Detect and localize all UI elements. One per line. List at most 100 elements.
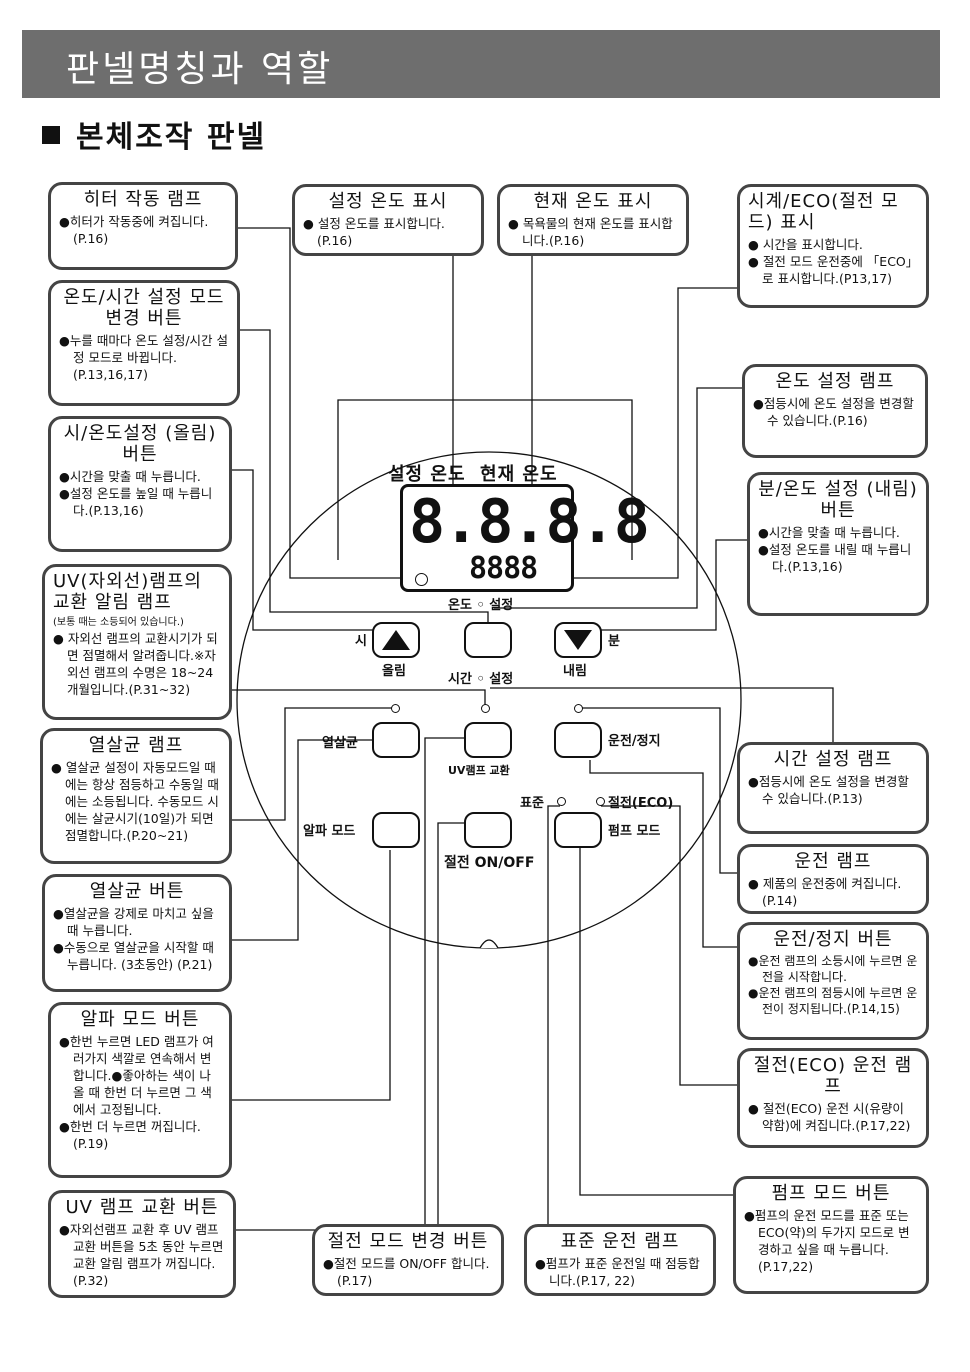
down-side-label: 분 xyxy=(608,634,620,649)
square-bullet-icon xyxy=(42,126,60,144)
run-stop-button[interactable] xyxy=(554,722,602,758)
callout-desc: ●운전 램프의 소등시에 누르면 운전을 시작합니다. xyxy=(748,954,918,984)
run-lamp xyxy=(574,704,583,713)
callout-desc: ● 설정 온도를 표시합니다.(P.16) xyxy=(303,216,445,248)
time-set-lamp-label: 시간 ◦ 설정 xyxy=(448,672,514,687)
callout-title: UV(자외선)램프의 교환 알림 램프 xyxy=(53,571,202,613)
up-label: 올림 xyxy=(382,664,406,679)
down-label: 내림 xyxy=(563,664,587,679)
callout-cur-temp-display: 현재 온도 표시 ● 목욕물의 현재 온도를 표시합니다.(P.16) xyxy=(497,184,689,256)
header-bar: 판넬명칭과 역할 xyxy=(22,30,940,98)
callout-desc: ● 열살균 설정이 자동모드일 때에는 항상 점등하고 수동일 때에는 소등됩니… xyxy=(51,760,219,843)
callout-title: 현재 온도 표시 xyxy=(533,191,653,212)
sterilize-button[interactable] xyxy=(372,722,420,758)
callout-sterilize-button: 열살균 버튼 ●열살균을 강제로 마치고 싶을 때 누릅니다. ●수동으로 열살… xyxy=(42,874,232,992)
callout-title: 절전(ECO) 운전 램프 xyxy=(753,1055,913,1097)
callout-title: 히터 작동 램프 xyxy=(83,189,203,210)
heater-lamp xyxy=(415,573,428,586)
callout-title: 시/온도설정 (올림) 버튼 xyxy=(63,423,217,465)
callout-time-set-lamp: 시간 설정 램프 ●점등시에 온도 설정을 변경할 수 있습니다.(P.13) xyxy=(737,742,929,834)
callout-desc: ● 시간을 표시합니다. xyxy=(748,237,863,252)
callout-eco-lamp: 절전(ECO) 운전 램프 ● 절전(ECO) 운전 시(유량이 약함)에 켜집… xyxy=(737,1048,929,1148)
callout-desc: ● 절전(ECO) 운전 시(유량이 약함)에 켜집니다.(P.17,22) xyxy=(748,1101,911,1133)
callout-desc: ●시간을 맞출 때 누릅니다. xyxy=(59,469,201,484)
callout-desc: ●수동으로 열살균을 시작할 때 누릅니다. (3초동안) (P.21) xyxy=(53,940,214,972)
callout-sterilize-lamp: 열살균 램프 ● 열살균 설정이 자동모드일 때에는 항상 점등하고 수동일 때… xyxy=(40,728,232,864)
callout-title: 절전 모드 변경 버튼 xyxy=(327,1231,489,1252)
callout-desc: ●히터가 작동중에 켜집니다.(P.16) xyxy=(59,214,209,246)
callout-desc: ●자외선램프 교환 후 UV 램프 교환 버튼을 5초 동안 누르면 교환 알림… xyxy=(59,1222,224,1288)
eco-onoff-label: 절전 ON/OFF xyxy=(444,855,535,871)
standard-lamp-label: 표준 xyxy=(520,796,544,811)
callout-desc: ● 절전 모드 운전중에 「ECO」로 표시합니다.(P13,17) xyxy=(748,254,913,286)
standard-lamp xyxy=(557,797,566,806)
callout-title: 온도/시간 설정 모드 변경 버튼 xyxy=(63,287,225,329)
display-main-digits: 8.8.8.8 xyxy=(409,487,650,557)
callout-title: 운전/정지 버튼 xyxy=(773,929,893,950)
callout-title: 시계/ECO(절전 모드) 표시 xyxy=(748,191,899,233)
callout-title: 온도 설정 램프 xyxy=(775,371,895,392)
callout-note: (보통 때는 소등되어 있습니다.) xyxy=(53,617,184,628)
mode-change-button[interactable] xyxy=(464,622,512,658)
alpha-mode-button[interactable] xyxy=(372,812,420,848)
page-title: 판넬명칭과 역할 xyxy=(66,49,334,90)
eco-lamp xyxy=(596,797,605,806)
display-clock-digits: 8888 xyxy=(469,551,538,586)
callout-standard-lamp: 표준 운전 램프 ●펌프가 표준 운전일 때 점등합니다.(P.17, 22) xyxy=(524,1224,716,1296)
callout-eco-button: 절전 모드 변경 버튼 ●절전 모드를 ON/OFF 합니다.(P.17) xyxy=(312,1224,504,1296)
callout-hour-up-button: 시/온도설정 (올림) 버튼 ●시간을 맞출 때 누릅니다. ●설정 온도를 높… xyxy=(48,416,232,552)
callout-desc: ●펌프의 운전 모드를 표준 또는 ECO(약)의 두가지 모드로 변경하고 싶… xyxy=(744,1208,910,1274)
callout-desc: ●한번 누르면 LED 램프가 여러가지 색깔로 연속해서 변합니다.●좋아하는… xyxy=(59,1034,214,1117)
callout-mode-change-button: 온도/시간 설정 모드 변경 버튼 ●누를 때마다 온도 설정/시간 설정 모드… xyxy=(48,280,240,406)
callout-title: UV 램프 교환 버튼 xyxy=(65,1197,219,1218)
callout-title: 표준 운전 램프 xyxy=(560,1231,680,1252)
callout-title: 열살균 버튼 xyxy=(89,881,185,902)
callout-desc: ● 제품의 운전중에 켜집니다.(P.14) xyxy=(748,876,902,908)
run-label: 운전/정지 xyxy=(608,734,661,749)
callout-title: 설정 온도 표시 xyxy=(328,191,448,212)
callout-desc: ●누를 때마다 온도 설정/시간 설정 모드로 바뀝니다.(P.13,16,17… xyxy=(59,333,229,382)
lcd-display: 8.8.8.8 8888 xyxy=(400,484,650,592)
up-side-label: 시 xyxy=(355,634,367,649)
alpha-label: 알파 모드 xyxy=(303,824,356,839)
callout-title: 운전 램프 xyxy=(794,851,872,872)
eco-button[interactable] xyxy=(464,812,512,848)
callout-desc: ●열살균을 강제로 마치고 싶을 때 누릅니다. xyxy=(53,906,214,938)
sterilize-label: 열살균 xyxy=(322,736,358,751)
uv-label: UV램프 교환 xyxy=(448,764,510,777)
callout-run-stop-button: 운전/정지 버튼 ●운전 램프의 소등시에 누르면 운전을 시작합니다. ●운전… xyxy=(737,922,929,1040)
callout-desc: ●점등시에 온도 설정을 변경할 수 있습니다.(P.13) xyxy=(748,774,909,806)
down-button[interactable] xyxy=(554,622,602,658)
callout-pump-mode-button: 펌프 모드 버튼 ●펌프의 운전 모드를 표준 또는 ECO(약)의 두가지 모… xyxy=(733,1176,929,1294)
callout-min-down-button: 분/온도 설정 (내림) 버튼 ●시간을 맞출 때 누릅니다. ●설정 온도를 … xyxy=(747,472,929,616)
triangle-up-icon xyxy=(382,630,410,650)
callout-uv-lamp: UV(자외선)램프의 교환 알림 램프 (보통 때는 소등되어 있습니다.) ●… xyxy=(42,564,232,720)
callout-desc: ● 자외선 램프의 교환시기가 되면 점멸해서 알려줍니다.※자외선 램프의 수… xyxy=(53,631,218,697)
uv-replace-button[interactable] xyxy=(464,722,512,758)
sterilize-lamp xyxy=(391,704,400,713)
temp-set-lamp-label: 온도 ◦ 설정 xyxy=(448,598,514,613)
callout-desc: ●절전 모드를 ON/OFF 합니다.(P.17) xyxy=(323,1256,490,1288)
callout-title: 알파 모드 버튼 xyxy=(80,1009,200,1030)
callout-desc: ●펌프가 표준 운전일 때 점등합니다.(P.17, 22) xyxy=(535,1256,700,1288)
callout-heater-lamp: 히터 작동 램프 ●히터가 작동중에 켜집니다.(P.16) xyxy=(48,182,238,270)
callout-desc: ●설정 온도를 높일 때 누릅니다.(P.13,16) xyxy=(59,486,213,518)
callout-title: 펌프 모드 버튼 xyxy=(771,1183,891,1204)
callout-set-temp-display: 설정 온도 표시 ● 설정 온도를 표시합니다.(P.16) xyxy=(292,184,484,256)
uv-lamp xyxy=(481,704,490,713)
callout-desc: ●설정 온도를 내릴 때 누릅니다.(P.13,16) xyxy=(758,542,912,574)
eco-lamp-label: 절전(ECO) xyxy=(608,796,674,811)
pump-mode-button[interactable] xyxy=(554,812,602,848)
callout-title: 시간 설정 램프 xyxy=(773,749,893,770)
triangle-down-icon xyxy=(564,630,592,650)
callout-temp-set-lamp: 온도 설정 램프 ●점등시에 온도 설정을 변경할 수 있습니다.(P.16) xyxy=(742,364,928,458)
callout-desc: ●운전 램프의 점등시에 누르면 운전이 정지됩니다.(P.14,15) xyxy=(748,986,918,1016)
callout-uv-replace-button: UV 램프 교환 버튼 ●자외선램프 교환 후 UV 램프 교환 버튼을 5초 … xyxy=(48,1190,236,1298)
section-title-text: 본체조작 판넬 xyxy=(76,120,267,155)
up-button[interactable] xyxy=(372,622,420,658)
callout-title: 열살균 램프 xyxy=(88,735,184,756)
callout-desc: ● 목욕물의 현재 온도를 표시합니다.(P.16) xyxy=(508,216,673,248)
section-title: 본체조작 판넬 xyxy=(42,112,266,156)
callout-desc: ●한번 더 누르면 꺼집니다.(P.19) xyxy=(59,1119,201,1151)
